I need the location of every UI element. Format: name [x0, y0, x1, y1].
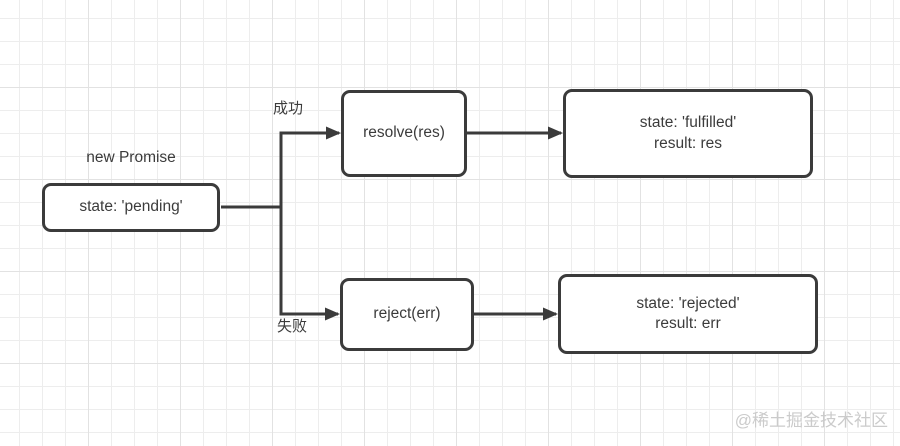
node-pending: state: 'pending': [42, 183, 220, 232]
node-rejected-line1: state: 'rejected': [636, 294, 740, 312]
node-fulfilled: state: 'fulfilled' result: res: [563, 89, 813, 178]
node-rejected-line2: result: err: [655, 315, 721, 332]
node-reject: reject(err): [340, 278, 474, 351]
node-reject-text: reject(err): [373, 305, 441, 323]
edge-label-success: 成功: [273, 100, 304, 117]
edge-pending-resolve: [221, 126, 341, 209]
node-fulfilled-line1: state: 'fulfilled': [639, 114, 737, 131]
node-rejected: state: 'rejected' result: err: [558, 274, 818, 354]
node-fulfilled-line2: result: res: [653, 134, 723, 152]
node-resolve: resolve(res): [341, 90, 467, 177]
edge-pending-reject: [279, 205, 340, 321]
edge-label-failure: 失败: [277, 318, 308, 335]
node-pending-text: state: 'pending': [79, 198, 183, 216]
new-promise-label: new Promise: [86, 149, 176, 166]
watermark: @稀土掘金技术社区: [734, 411, 888, 430]
node-resolve-text: resolve(res): [363, 124, 445, 142]
